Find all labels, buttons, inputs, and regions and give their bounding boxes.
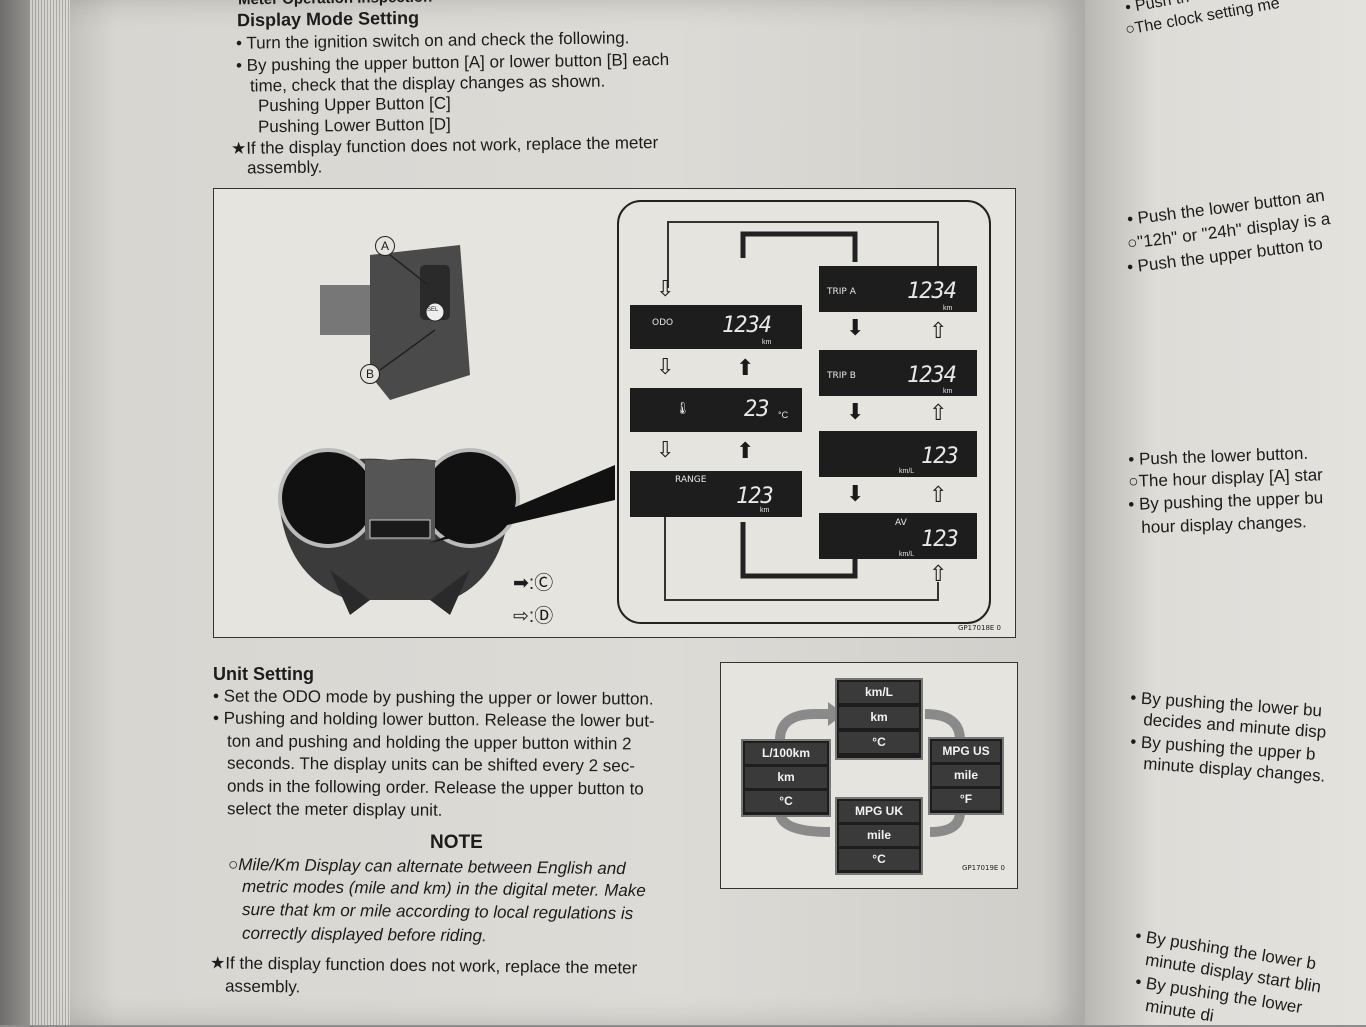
unit-setting-line: • Pushing and holding lower button. Rele… xyxy=(212,708,655,731)
legend-d: ⇨:Ⓓ xyxy=(513,606,554,627)
unit-setting-line: ton and pushing and holding the upper bu… xyxy=(226,731,632,754)
unit-group-mpg-uk: MPG UK mile °C xyxy=(835,797,923,875)
flow-lines xyxy=(664,221,939,601)
display-mode-line: Pushing Lower Button [D] xyxy=(257,114,451,137)
unit-cycle-arrows xyxy=(768,702,972,837)
odo-display: ODO 1234 km xyxy=(630,305,802,349)
figure-code: GP17019E 0 xyxy=(962,864,1006,872)
fuel-consumption-display: 123 km/L xyxy=(819,431,977,477)
display-mode-line: Pushing Upper Button [C] xyxy=(257,93,451,116)
note-line: metric modes (mile and km) in the digita… xyxy=(241,876,646,901)
down-hollow-arrow-icon: ⇩ xyxy=(656,276,675,301)
up-hollow-arrow-icon: ⇧ xyxy=(929,318,948,343)
up-hollow-arrow-icon: ⇧ xyxy=(929,482,948,507)
note-line: correctly displayed before riding. xyxy=(241,923,487,946)
unit-setting-line: • Set the ODO mode by pushing the upper … xyxy=(212,686,654,709)
unit-group-metric-kml: km/L km °C xyxy=(835,678,923,760)
down-solid-arrow-icon: ⬇ xyxy=(846,481,865,506)
label-b: B xyxy=(360,364,380,384)
average-display: AV 123 km/L xyxy=(819,513,977,559)
note-line: ○Mile/Km Display can alternate between E… xyxy=(227,854,626,879)
unit-group-mpg-us: MPG US mile °F xyxy=(928,737,1004,815)
unit-setting-title: Unit Setting xyxy=(213,664,314,684)
temperature-display: 🌡 23 °C xyxy=(630,388,802,432)
down-solid-arrow-icon: ⬇ xyxy=(846,315,865,340)
range-display: RANGE 123 km xyxy=(630,471,802,517)
label-a: A xyxy=(375,236,395,256)
unit-setting-line: onds in the following order. Release the… xyxy=(226,776,644,799)
unit-setting-line: seconds. The display units can be shifte… xyxy=(226,753,635,776)
trip-b-display: TRIP B 1234 km xyxy=(819,350,977,396)
display-mode-line: assembly. xyxy=(246,157,323,178)
legend-c: ➡:Ⓒ xyxy=(513,573,554,594)
note-title: NOTE xyxy=(430,832,483,853)
display-cycle-frame xyxy=(617,200,991,624)
up-solid-arrow-icon: ⬆ xyxy=(736,438,755,463)
note-line: sure that km or mile according to local … xyxy=(241,899,634,924)
callout-wedge xyxy=(430,465,615,543)
sel-button-label: SEL xyxy=(427,307,439,313)
unit-setting-line: select the meter display unit. xyxy=(226,799,443,820)
up-hollow-arrow-icon: ⇧ xyxy=(929,561,948,586)
right-page xyxy=(1085,0,1366,1025)
up-solid-arrow-icon: ⬆ xyxy=(736,355,755,380)
thermometer-icon: 🌡 xyxy=(675,401,691,415)
trip-a-display: TRIP A 1234 km xyxy=(819,266,977,312)
handlebar-switch-illustration xyxy=(320,245,470,400)
unit-group-metric-l100km: L/100km km °C xyxy=(741,739,831,817)
down-hollow-arrow-icon: ⇩ xyxy=(656,437,675,462)
down-hollow-arrow-icon: ⇩ xyxy=(656,354,675,379)
unit-setting-final-line: assembly. xyxy=(224,976,301,997)
up-hollow-arrow-icon: ⇧ xyxy=(929,400,948,425)
figure-code: GP17018E 0 xyxy=(958,624,1002,632)
down-solid-arrow-icon: ⬇ xyxy=(846,399,865,424)
display-mode-title: Display Mode Setting xyxy=(236,7,420,31)
page-edges xyxy=(30,0,70,1025)
